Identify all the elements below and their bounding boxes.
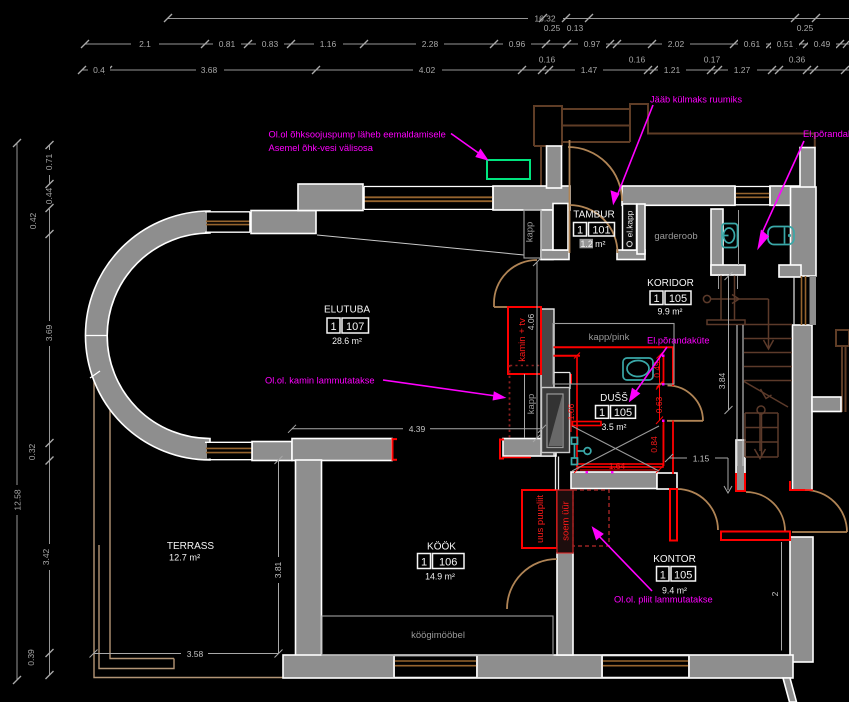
svg-text:0.25: 0.25 bbox=[544, 23, 561, 33]
svg-text:ELUTUBA: ELUTUBA bbox=[324, 304, 370, 315]
svg-text:kamin + tv: kamin + tv bbox=[517, 318, 528, 362]
svg-text:1: 1 bbox=[660, 569, 666, 581]
svg-text:9.4 m²: 9.4 m² bbox=[662, 585, 687, 595]
svg-text:14.9 m²: 14.9 m² bbox=[425, 571, 455, 581]
svg-text:0.71: 0.71 bbox=[44, 153, 54, 170]
svg-text:16.32: 16.32 bbox=[534, 14, 556, 24]
svg-text:3.5 m²: 3.5 m² bbox=[602, 422, 627, 432]
svg-text:1.47: 1.47 bbox=[581, 65, 598, 75]
svg-text:2: 2 bbox=[770, 591, 780, 596]
svg-text:4.06: 4.06 bbox=[526, 313, 536, 330]
svg-text:0.16: 0.16 bbox=[629, 55, 646, 65]
svg-text:1.27: 1.27 bbox=[734, 65, 751, 75]
svg-text:0.17: 0.17 bbox=[704, 55, 721, 65]
svg-text:0.4: 0.4 bbox=[93, 65, 105, 75]
svg-text:106: 106 bbox=[439, 556, 457, 568]
svg-text:1.2 m²: 1.2 m² bbox=[581, 239, 606, 249]
svg-text:28.6 m²: 28.6 m² bbox=[332, 336, 362, 346]
svg-text:12.58: 12.58 bbox=[13, 489, 23, 511]
svg-text:Jääb külmaks ruumiks: Jääb külmaks ruumiks bbox=[650, 95, 742, 105]
svg-text:3.42: 3.42 bbox=[41, 548, 51, 565]
svg-text:1: 1 bbox=[421, 556, 427, 568]
svg-text:0.97: 0.97 bbox=[584, 39, 601, 49]
svg-text:KÖÖK: KÖÖK bbox=[427, 541, 456, 553]
svg-text:105: 105 bbox=[669, 293, 687, 305]
svg-text:0.83: 0.83 bbox=[262, 39, 279, 49]
svg-text:3.84: 3.84 bbox=[717, 372, 727, 389]
svg-text:107: 107 bbox=[346, 321, 364, 333]
svg-text:1: 1 bbox=[577, 225, 583, 237]
svg-text:4.39: 4.39 bbox=[409, 424, 426, 434]
svg-text:3.68: 3.68 bbox=[201, 65, 218, 75]
svg-text:0.61: 0.61 bbox=[744, 39, 761, 49]
svg-text:Ol.ol õhksoojuspump läheb eema: Ol.ol õhksoojuspump läheb eemaldamisele bbox=[269, 130, 446, 140]
svg-text:DUŠŠ: DUŠŠ bbox=[600, 391, 628, 404]
svg-text:El.põrandaküte: El.põrandaküte bbox=[803, 129, 849, 139]
svg-text:garderoob: garderoob bbox=[654, 231, 697, 242]
svg-text:3.58: 3.58 bbox=[187, 649, 204, 659]
svg-text:3.81: 3.81 bbox=[273, 561, 283, 578]
svg-text:kapp/pink: kapp/pink bbox=[589, 332, 630, 343]
svg-text:3.69: 3.69 bbox=[44, 324, 54, 341]
svg-text:0.36: 0.36 bbox=[789, 55, 806, 65]
svg-text:105: 105 bbox=[674, 569, 692, 581]
svg-text:1: 1 bbox=[599, 407, 605, 419]
svg-text:0.44: 0.44 bbox=[44, 187, 54, 204]
svg-text:uus puupliit: uus puupliit bbox=[535, 495, 546, 543]
svg-text:0.13: 0.13 bbox=[567, 23, 584, 33]
svg-text:1.21: 1.21 bbox=[664, 65, 681, 75]
svg-text:2.02: 2.02 bbox=[668, 39, 685, 49]
svg-text:2.1: 2.1 bbox=[139, 39, 151, 49]
svg-text:0.49: 0.49 bbox=[814, 39, 831, 49]
svg-text:1.06: 1.06 bbox=[566, 403, 576, 420]
svg-text:1: 1 bbox=[653, 293, 659, 305]
svg-text:4.02: 4.02 bbox=[419, 65, 436, 75]
svg-text:Ol.ol. kamin lammutatakse: Ol.ol. kamin lammutatakse bbox=[265, 376, 375, 386]
svg-text:kapp: kapp bbox=[526, 394, 537, 415]
svg-text:soem üür: soem üür bbox=[561, 501, 572, 541]
svg-text:0.32: 0.32 bbox=[27, 443, 37, 460]
svg-text:1.64: 1.64 bbox=[609, 461, 626, 471]
svg-text:9.9 m²: 9.9 m² bbox=[658, 306, 683, 316]
svg-text:TERRASS: TERRASS bbox=[167, 541, 215, 552]
svg-text:101: 101 bbox=[592, 225, 610, 237]
svg-text:el.kapp: el.kapp bbox=[625, 210, 635, 237]
svg-text:1: 1 bbox=[330, 321, 336, 333]
svg-text:0.51: 0.51 bbox=[777, 39, 794, 49]
svg-text:1.15: 1.15 bbox=[693, 454, 710, 464]
svg-text:1.16: 1.16 bbox=[320, 39, 337, 49]
svg-text:TAMBUR: TAMBUR bbox=[573, 210, 614, 221]
svg-text:KORIDOR: KORIDOR bbox=[647, 278, 694, 289]
svg-text:0.42: 0.42 bbox=[28, 212, 38, 229]
svg-text:2.28: 2.28 bbox=[422, 39, 439, 49]
svg-text:Ol.ol. pliit lammutatakse: Ol.ol. pliit lammutatakse bbox=[614, 595, 713, 605]
svg-text:0.39: 0.39 bbox=[26, 649, 36, 666]
svg-text:0.81: 0.81 bbox=[219, 39, 236, 49]
svg-text:0.25: 0.25 bbox=[797, 23, 814, 33]
svg-text:El.põrandaküte: El.põrandaküte bbox=[647, 336, 710, 346]
svg-text:0.16: 0.16 bbox=[539, 55, 556, 65]
svg-text:köögimööbel: köögimööbel bbox=[411, 630, 465, 641]
svg-text:12.7 m²: 12.7 m² bbox=[169, 552, 200, 562]
svg-text:Asemel õhk-vesi välisosa: Asemel õhk-vesi välisosa bbox=[269, 143, 374, 153]
svg-text:0.49: 0.49 bbox=[652, 361, 662, 378]
svg-text:0.96: 0.96 bbox=[509, 39, 526, 49]
svg-text:kapp: kapp bbox=[525, 222, 536, 243]
svg-text:105: 105 bbox=[614, 407, 632, 419]
svg-text:0.84: 0.84 bbox=[649, 436, 659, 453]
svg-text:KONTOR: KONTOR bbox=[653, 554, 696, 565]
svg-text:0.63: 0.63 bbox=[654, 396, 664, 413]
